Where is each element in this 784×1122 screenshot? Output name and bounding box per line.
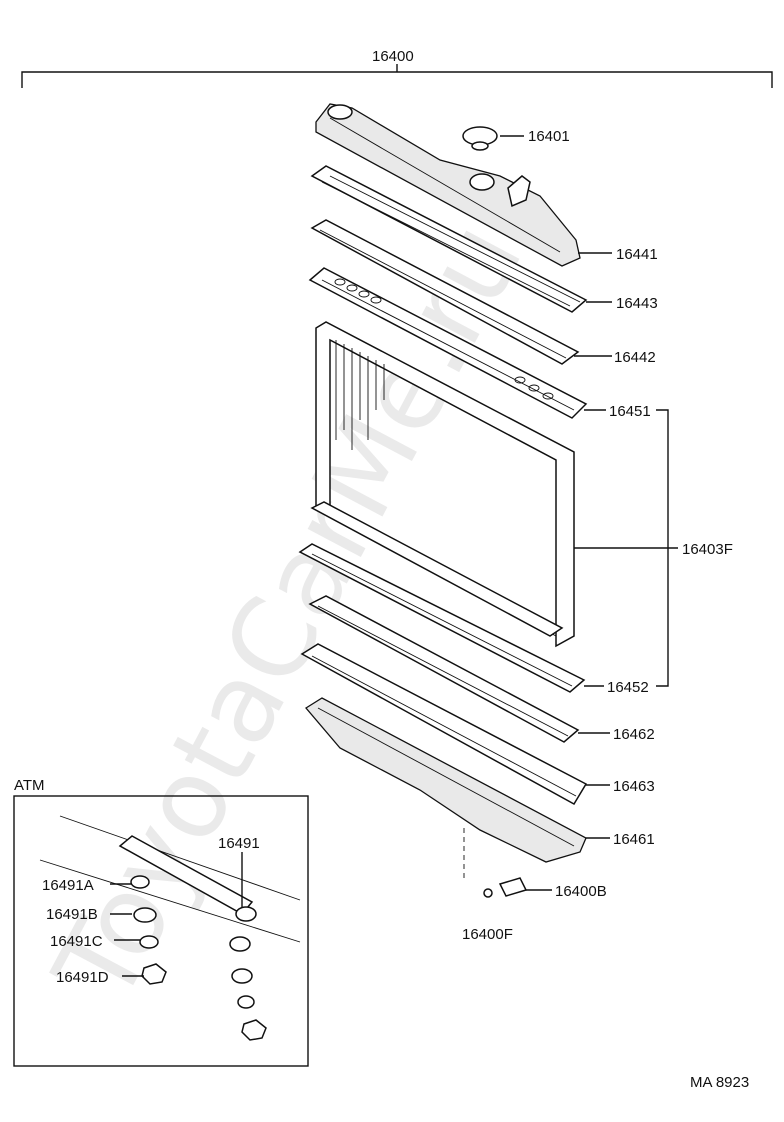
watermark: ToyotaCarMe.ru xyxy=(29,202,547,1023)
callout-16400B[interactable]: 16400B xyxy=(555,883,607,900)
callout-16442[interactable]: 16442 xyxy=(614,349,656,366)
inset-title: ATM xyxy=(14,777,45,794)
lower-gasket[interactable] xyxy=(308,595,580,743)
assembly-bracket xyxy=(21,64,773,88)
upper-gasket[interactable] xyxy=(310,219,580,365)
callout-16491[interactable]: 16491 xyxy=(218,835,260,852)
callout-16401[interactable]: 16401 xyxy=(528,128,570,145)
callout-16441[interactable]: 16441 xyxy=(616,246,658,263)
callout-16462[interactable]: 16462 xyxy=(613,726,655,743)
callout-leaders xyxy=(500,135,678,891)
radiator-cap[interactable] xyxy=(462,126,498,151)
upper-core-plate[interactable] xyxy=(308,267,588,419)
callout-16463[interactable]: 16463 xyxy=(613,778,655,795)
callout-16461[interactable]: 16461 xyxy=(613,831,655,848)
callout-16451[interactable]: 16451 xyxy=(609,403,651,420)
callout-16452[interactable]: 16452 xyxy=(607,679,649,696)
callout-16491B[interactable]: 16491B xyxy=(46,906,98,923)
atm-inset-frame xyxy=(13,795,309,1067)
radiator-core[interactable] xyxy=(310,321,575,648)
lower-tank[interactable] xyxy=(305,697,587,863)
figure-code: MA 8923 xyxy=(690,1074,749,1091)
atm-leaders xyxy=(110,852,243,977)
lower-core-plate[interactable] xyxy=(298,543,586,693)
upper-tank[interactable] xyxy=(315,103,581,267)
lower-seat-plate[interactable] xyxy=(300,643,588,806)
callout-16491C[interactable]: 16491C xyxy=(50,933,103,950)
callout-16443[interactable]: 16443 xyxy=(616,295,658,312)
callout-16403F[interactable]: 16403F xyxy=(682,541,733,558)
callout-16491D[interactable]: 16491D xyxy=(56,969,109,986)
drain-cock[interactable] xyxy=(463,828,528,898)
upper-seat-plate[interactable] xyxy=(310,165,588,313)
callout-16491A[interactable]: 16491A xyxy=(42,877,94,894)
atm-cooler-parts[interactable] xyxy=(39,815,301,1041)
callout-16400F[interactable]: 16400F xyxy=(462,926,513,943)
assembly-label[interactable]: 16400 xyxy=(372,48,414,65)
